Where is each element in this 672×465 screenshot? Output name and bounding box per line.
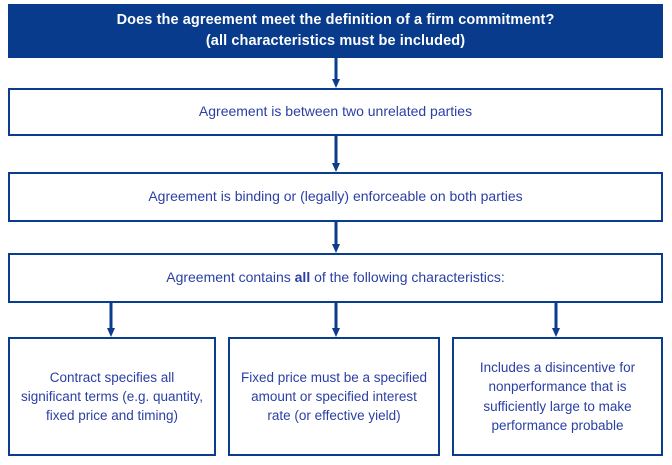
- question-header-line1: Does the agreement meet the definition o…: [116, 11, 555, 28]
- characteristic-box-fixed-price: Fixed price must be a specified amount o…: [228, 337, 440, 456]
- characteristic-box-disincentive: Includes a disincentive for nonperforman…: [452, 337, 663, 456]
- question-header-box: Does the agreement meet the definition o…: [8, 4, 663, 58]
- criterion-text-all-characteristics-emphasis: all: [294, 269, 311, 286]
- characteristic-text-significant-terms: Contract specifies all significant terms…: [20, 369, 204, 424]
- characteristic-text-fixed-price: Fixed price must be a specified amount o…: [240, 369, 428, 424]
- criterion-text-binding-enforceable: Agreement is binding or (legally) enforc…: [148, 188, 523, 205]
- characteristic-box-significant-terms: Contract specifies all significant terms…: [8, 337, 216, 456]
- criterion-text-all-characteristics-after: of the following characteristics:: [310, 269, 505, 286]
- criterion-text-unrelated-parties: Agreement is between two unrelated parti…: [198, 103, 473, 120]
- criterion-text-all-characteristics-before: Agreement contains: [166, 269, 295, 286]
- criterion-box-binding-enforceable: Agreement is binding or (legally) enforc…: [8, 172, 663, 222]
- characteristic-text-disincentive: Includes a disincentive for nonperforman…: [479, 360, 636, 433]
- question-header-line2: (all characteristics must be included): [205, 33, 466, 49]
- criterion-text-all-characteristics: Agreement contains all of the following …: [166, 268, 505, 288]
- criterion-box-all-characteristics: Agreement contains all of the following …: [8, 253, 663, 303]
- criterion-box-unrelated-parties: Agreement is between two unrelated parti…: [8, 88, 663, 136]
- question-header-text: Does the agreement meet the definition o…: [117, 10, 555, 52]
